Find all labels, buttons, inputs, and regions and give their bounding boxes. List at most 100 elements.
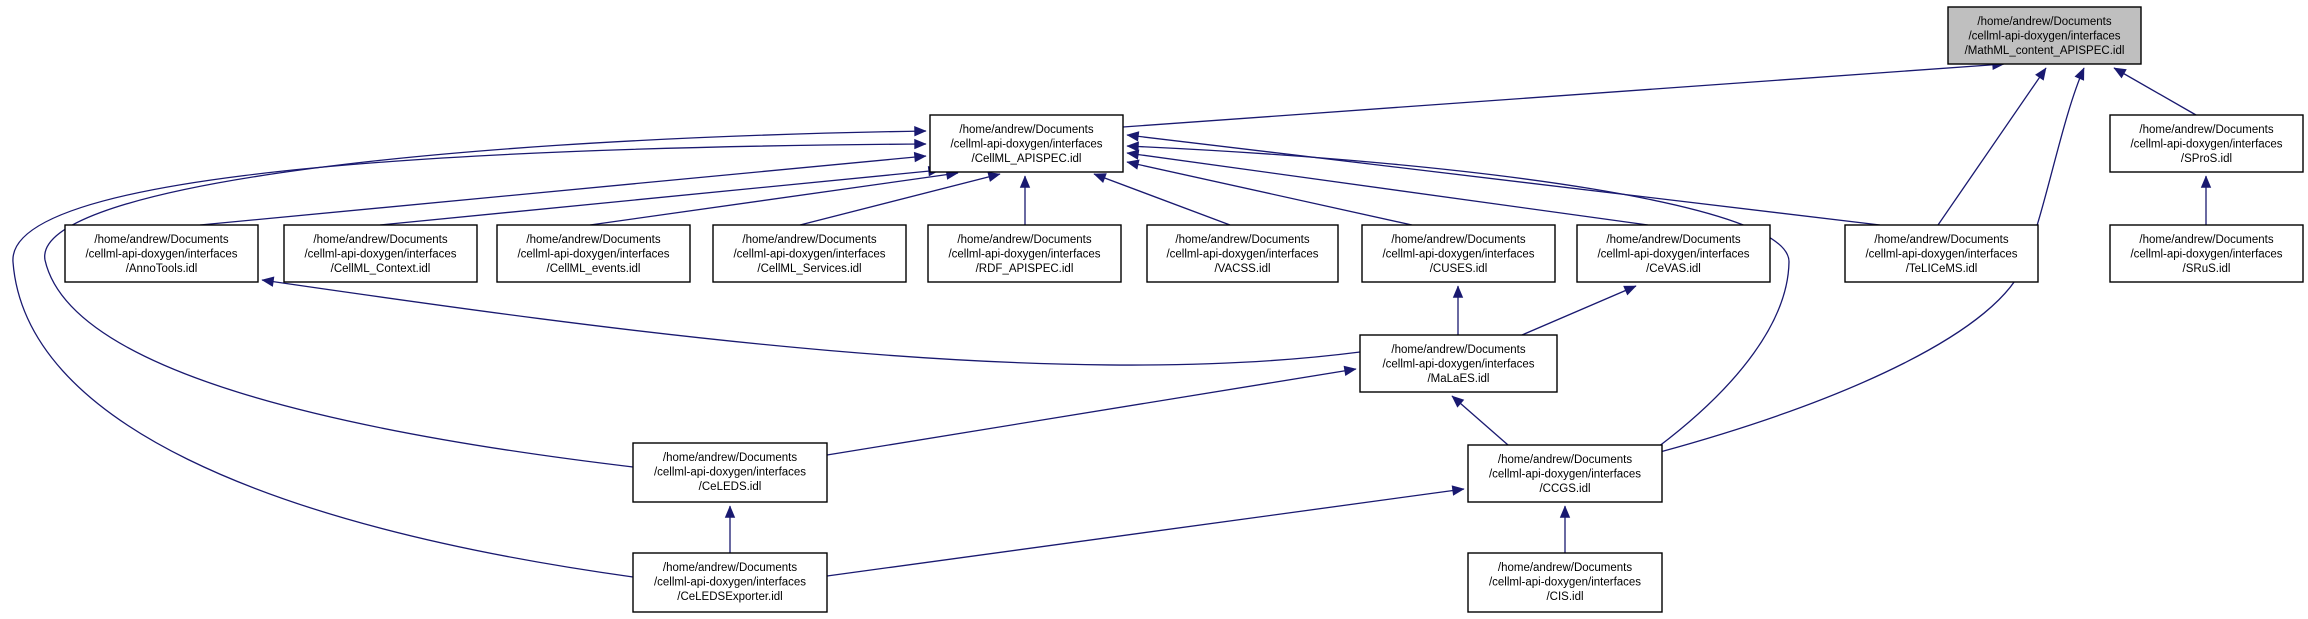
edge-cellml_context-to-cellml_apispec [379,165,941,226]
node-label-line: /VACSS.idl [1214,263,1270,275]
node-label-line: /RDF_APISPEC.idl [976,263,1074,275]
node-label-line: /TeLICeMS.idl [1906,263,1978,275]
edge-spros-to-mathml [2113,67,2197,116]
edge-cellml_services-to-cellml_apispec [799,171,1001,226]
node-label-line: /home/andrew/Documents [1874,234,2008,246]
edge-cellml_apispec-to-mathml [1122,59,2005,128]
edge-telicems-to-mathml [1937,67,2047,226]
node-rdf_apispec[interactable]: /home/andrew/Documents/cellml-api-doxyge… [927,224,1122,283]
node-label-line: /cellml-api-doxygen/interfaces [654,577,806,589]
node-label: /home/andrew/Documents/cellml-api-doxyge… [948,234,1100,275]
node-label-line: /home/andrew/Documents [663,452,797,464]
edge-annotools-to-cellml_apispec [199,151,927,226]
edge-celedsexporter-to-ccgs [826,485,1465,577]
node-cis[interactable]: /home/andrew/Documents/cellml-api-doxyge… [1467,552,1663,613]
node-cuses[interactable]: /home/andrew/Documents/cellml-api-doxyge… [1361,224,1556,283]
edge-cevas-to-cellml_apispec [1126,149,1649,226]
node-label: /home/andrew/Documents/cellml-api-doxyge… [654,562,806,603]
node-label-line: /CUSES.idl [1430,263,1488,275]
node-vacss[interactable]: /home/andrew/Documents/cellml-api-doxyge… [1146,224,1339,283]
node-label: /home/andrew/Documents/cellml-api-doxyge… [1965,16,2125,57]
node-label: /home/andrew/Documents/cellml-api-doxyge… [2130,124,2282,165]
node-label-line: /home/andrew/Documents [742,234,876,246]
node-label: /home/andrew/Documents/cellml-api-doxyge… [1597,234,1749,275]
node-telicems[interactable]: /home/andrew/Documents/cellml-api-doxyge… [1844,224,2039,283]
node-label-line: /home/andrew/Documents [1391,234,1525,246]
node-label-line: /home/andrew/Documents [959,124,1093,136]
node-cellml_apispec[interactable]: /home/andrew/Documents/cellml-api-doxyge… [929,114,1124,173]
node-label: /home/andrew/Documents/cellml-api-doxyge… [517,234,669,275]
node-label-line: /SProS.idl [2181,153,2232,165]
node-spros[interactable]: /home/andrew/Documents/cellml-api-doxyge… [2109,114,2304,173]
node-label-line: /cellml-api-doxygen/interfaces [1489,469,1641,481]
node-label-line: /CellML_Context.idl [331,263,431,275]
node-box [2109,114,2304,173]
node-cevas[interactable]: /home/andrew/Documents/cellml-api-doxyge… [1576,224,1771,283]
node-box [929,114,1124,173]
node-ccgs[interactable]: /home/andrew/Documents/cellml-api-doxyge… [1467,444,1663,503]
node-label: /home/andrew/Documents/cellml-api-doxyge… [1489,562,1641,603]
node-label-line: /cellml-api-doxygen/interfaces [1489,577,1641,589]
node-box [927,224,1122,283]
node-label-line: /CellML_Services.idl [757,263,861,275]
node-box [1467,444,1663,503]
edge-cuses-to-cellml_apispec [1126,159,1413,226]
node-annotools[interactable]: /home/andrew/Documents/cellml-api-doxyge… [64,224,259,283]
edge-celedsexporter-to-cellml_apispec [12,138,927,578]
node-box [712,224,907,283]
node-label-line: /AnnoTools.idl [126,263,198,275]
node-label-line: /cellml-api-doxygen/interfaces [1382,249,1534,261]
node-label: /home/andrew/Documents/cellml-api-doxyge… [85,234,237,275]
node-label-line: /cellml-api-doxygen/interfaces [85,249,237,261]
node-label-line: /home/andrew/Documents [1977,16,2111,28]
node-label-line: /home/andrew/Documents [2139,124,2273,136]
node-label-line: /cellml-api-doxygen/interfaces [1865,249,2017,261]
node-mathml[interactable]: /home/andrew/Documents/cellml-api-doxyge… [1947,6,2142,65]
node-celeds[interactable]: /home/andrew/Documents/cellml-api-doxyge… [632,442,828,503]
node-label-line: /cellml-api-doxygen/interfaces [2130,249,2282,261]
node-label: /home/andrew/Documents/cellml-api-doxyge… [1382,344,1534,385]
edge-celeds-to-malaes [826,365,1357,456]
node-label: /home/andrew/Documents/cellml-api-doxyge… [1865,234,2017,275]
node-label-line: /home/andrew/Documents [1498,562,1632,574]
node-label-line: /SRuS.idl [2183,263,2231,275]
node-cellml_context[interactable]: /home/andrew/Documents/cellml-api-doxyge… [283,224,478,283]
node-box [1361,224,1556,283]
node-box [283,224,478,283]
node-label-line: /home/andrew/Documents [957,234,1091,246]
node-label-line: /home/andrew/Documents [1391,344,1525,356]
node-label: /home/andrew/Documents/cellml-api-doxyge… [733,234,885,275]
node-label-line: /cellml-api-doxygen/interfaces [517,249,669,261]
edge-celeds-to-cellml_apispec [44,125,927,468]
node-label-line: /home/andrew/Documents [1606,234,1740,246]
node-label: /home/andrew/Documents/cellml-api-doxyge… [304,234,456,275]
node-cellml_services[interactable]: /home/andrew/Documents/cellml-api-doxyge… [712,224,907,283]
edge-malaes-to-annotools [261,276,1361,366]
node-srus[interactable]: /home/andrew/Documents/cellml-api-doxyge… [2109,224,2304,283]
nodes-layer: /home/andrew/Documents/cellml-api-doxyge… [64,6,2304,613]
edge-telicems-to-cellml_apispec [1126,131,1881,226]
node-celedsexporter[interactable]: /home/andrew/Documents/cellml-api-doxyge… [632,552,828,613]
node-label-line: /cellml-api-doxygen/interfaces [304,249,456,261]
node-label-line: /CeVAS.idl [1646,263,1701,275]
node-label-line: /cellml-api-doxygen/interfaces [1166,249,1318,261]
edge-malaes-to-cevas [1521,285,1637,336]
node-box [2109,224,2304,283]
node-label-line: /home/andrew/Documents [1175,234,1309,246]
node-label-line: /cellml-api-doxygen/interfaces [654,467,806,479]
node-malaes[interactable]: /home/andrew/Documents/cellml-api-doxyge… [1359,334,1558,393]
node-label: /home/andrew/Documents/cellml-api-doxyge… [654,452,806,493]
edge-cellml_events-to-cellml_apispec [589,169,959,226]
node-label-line: /home/andrew/Documents [1498,454,1632,466]
node-box [1359,334,1558,393]
node-label-line: /cellml-api-doxygen/interfaces [1597,249,1749,261]
node-cellml_events[interactable]: /home/andrew/Documents/cellml-api-doxyge… [496,224,691,283]
node-box [1467,552,1663,613]
node-label-line: /cellml-api-doxygen/interfaces [950,139,1102,151]
node-label-line: /home/andrew/Documents [663,562,797,574]
node-label: /home/andrew/Documents/cellml-api-doxyge… [2130,234,2282,275]
node-box [496,224,691,283]
node-label-line: /CellML_APISPEC.idl [972,153,1082,165]
